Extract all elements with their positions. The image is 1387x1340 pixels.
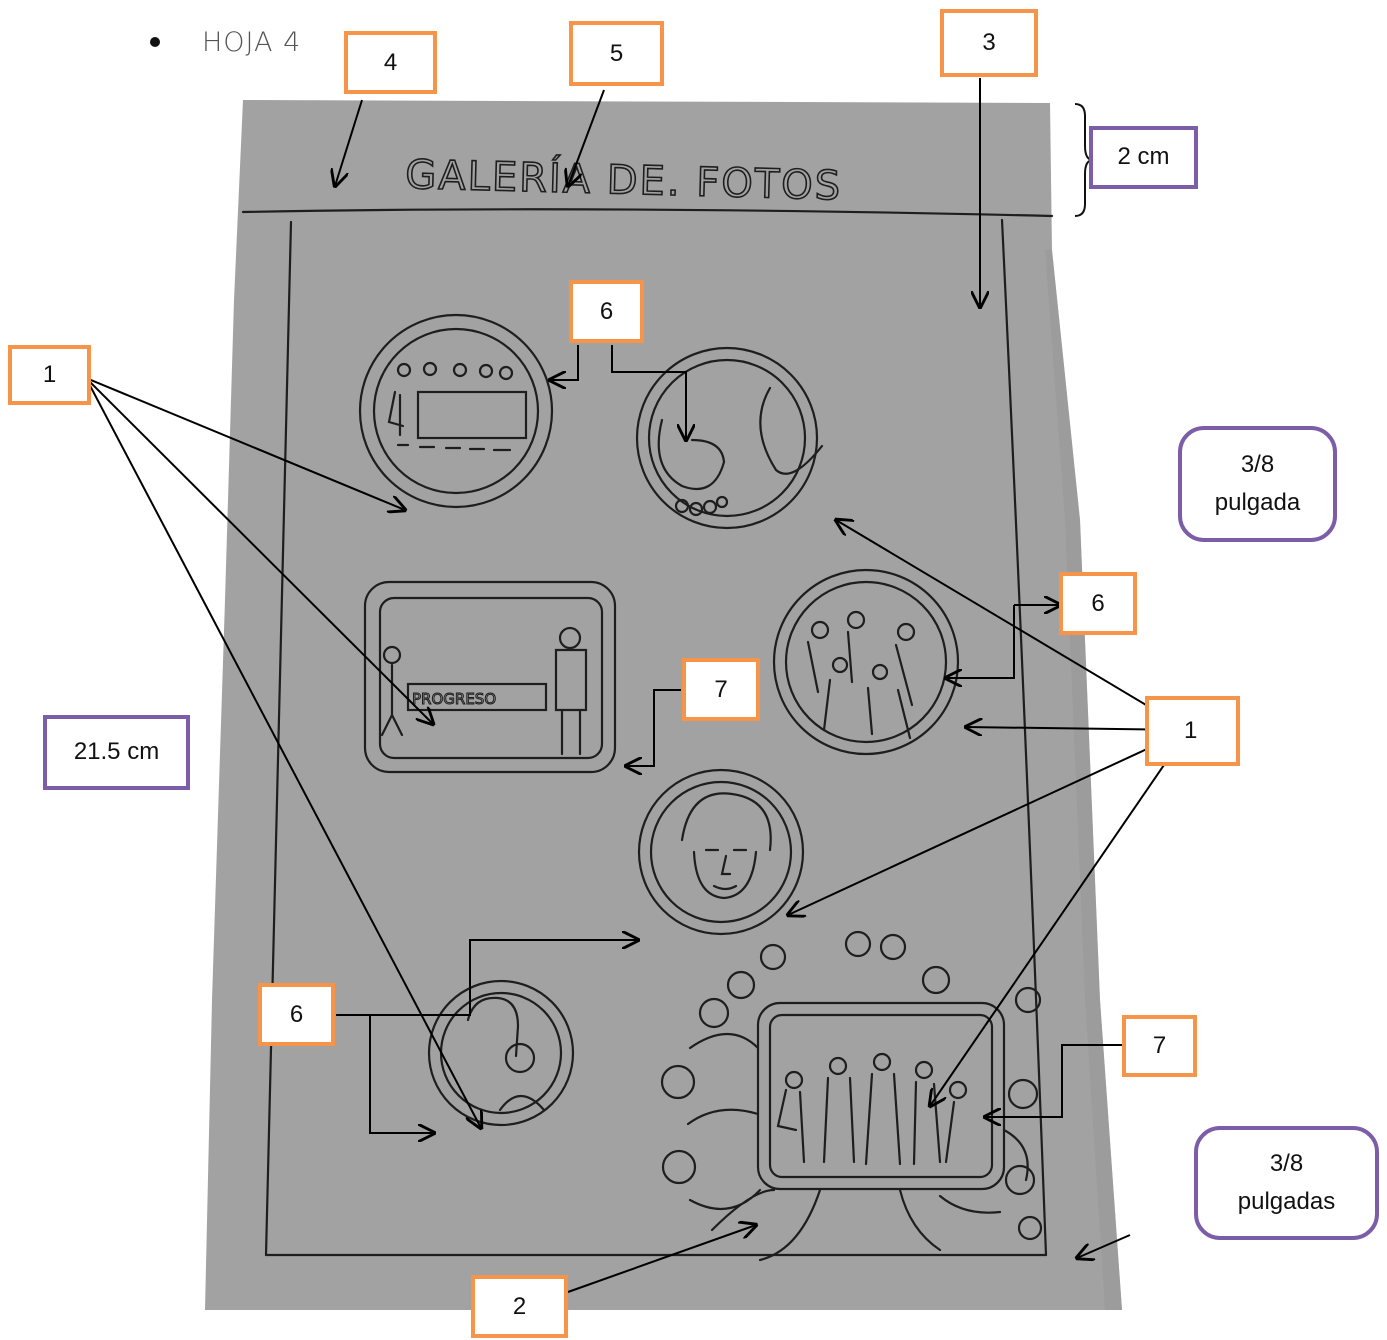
photo-circle-group (772, 568, 960, 756)
arrow-6-top-a (550, 345, 579, 380)
arrow-1-left-a (85, 377, 405, 510)
arrow-bottom-margin (1077, 1234, 1131, 1258)
callout-5: 5 (569, 21, 664, 86)
bullet-dot-icon (150, 37, 160, 47)
callout-1-left: 1 (8, 345, 91, 405)
measure-right-margin-value: 3/8 (1240, 450, 1275, 478)
section-bullet: HOJA 4 (150, 22, 301, 62)
callout-1-right: 1 (1145, 696, 1240, 766)
callout-6-right: 6 (1059, 572, 1137, 635)
photo-circle-portrait (637, 768, 805, 936)
measure-bottom-margin-value: 3/8 (1269, 1149, 1304, 1177)
measure-right-margin: 3/8 pulgada (1178, 426, 1337, 542)
arrow-6-bottom-b (369, 1015, 434, 1133)
inner-frame-right (1000, 218, 1048, 1257)
arrow-1-right-c (788, 729, 1189, 915)
callout-2: 2 (471, 1275, 568, 1338)
paper-sheet (205, 100, 1122, 1310)
section-title: HOJA 4 (202, 26, 302, 58)
photo-circle-table (358, 313, 554, 509)
arrow-6-right (946, 605, 1015, 678)
measure-bottom-margin: 3/8 pulgadas (1194, 1126, 1379, 1240)
arrow-6-bottom-a (336, 940, 638, 1016)
callout-7-mid: 7 (682, 658, 760, 721)
arrow-5 (568, 89, 605, 186)
header-divider-line (241, 208, 1054, 218)
arrow-1-left-b (85, 377, 433, 724)
photo-circle-foot (635, 346, 824, 530)
arrow-6-top-b (611, 345, 686, 440)
callout-3: 3 (940, 9, 1038, 77)
inner-frame-left (264, 220, 293, 1257)
arrow-7-mid (626, 689, 681, 766)
measure-page-height: 21.5 cm (43, 715, 190, 790)
measure-header-height: 2 cm (1089, 126, 1198, 189)
arrow-1-left-c (85, 377, 481, 1128)
photo-frame-decorated (660, 930, 1043, 1262)
photo-frame-banner (363, 580, 617, 774)
callout-6-bottom: 6 (258, 983, 335, 1046)
measure-right-margin-unit: pulgada (1214, 489, 1301, 516)
arrow-1-right-d (930, 729, 1189, 1106)
arrow-2 (567, 1225, 756, 1293)
banner-text: PROGRESO (412, 690, 496, 708)
arrow-4 (335, 99, 363, 186)
measure-bottom-margin-unit: pulgadas (1237, 1188, 1336, 1215)
callout-6-top: 6 (569, 280, 644, 343)
callout-4: 4 (344, 31, 437, 94)
callout-7-bottom: 7 (1122, 1015, 1197, 1077)
arrow-1-right-a (836, 520, 1189, 731)
